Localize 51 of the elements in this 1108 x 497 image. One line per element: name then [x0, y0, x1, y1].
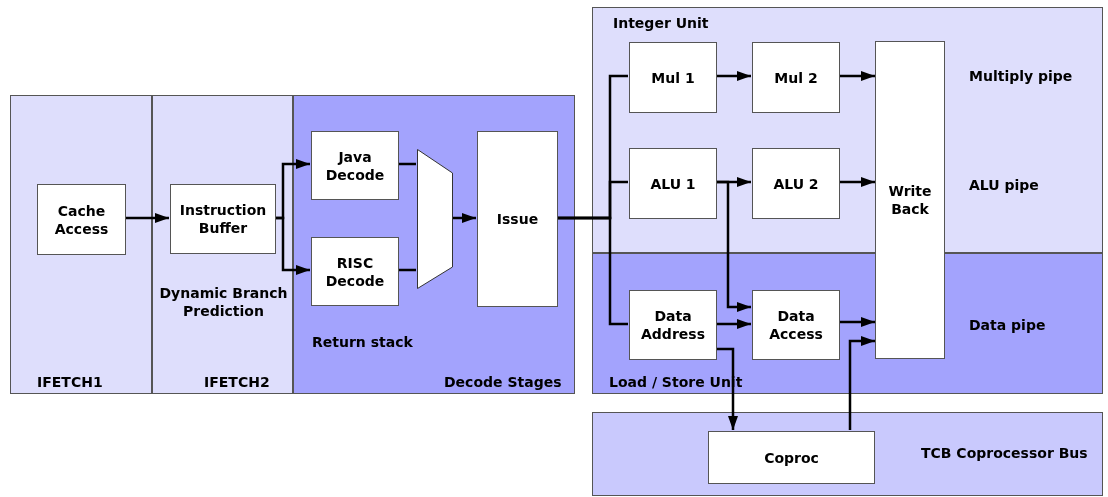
box-label: Issue [495, 210, 540, 228]
stage-label: Dynamic Branch Prediction [158, 284, 289, 320]
stage-band [293, 95, 575, 394]
box-label: Cache Access [53, 201, 110, 238]
connector-arrow [125, 213, 169, 223]
stage-band [152, 95, 293, 394]
stage-box [629, 290, 717, 360]
box-label: Mul 2 [773, 68, 819, 87]
box-label: ALU 1 [649, 174, 697, 193]
stage-band [10, 95, 152, 394]
connector-arrow [839, 317, 875, 327]
stage-label: IFETCH1 [37, 373, 103, 391]
box-label: Mul 1 [650, 68, 696, 87]
connector-arrow [839, 71, 875, 81]
connector-arrow [839, 177, 875, 187]
box-label: Java Decode [324, 147, 386, 184]
stage-label: Return stack [312, 333, 413, 351]
stage-label: Integer Unit [613, 14, 709, 32]
stage-box [629, 42, 717, 113]
stage-box [708, 431, 875, 484]
connector-arrow [716, 180, 751, 312]
connector-arrow [452, 213, 476, 223]
stage-label: IFETCH2 [204, 373, 270, 391]
stage-label: ALU pipe [969, 176, 1039, 194]
stage-box [752, 42, 840, 113]
box-label: RISC Decode [324, 253, 386, 290]
stage-label: Data pipe [969, 316, 1046, 334]
stage-box [311, 131, 399, 200]
stage-label: Decode Stages [444, 373, 562, 391]
connector-arrow [716, 319, 751, 329]
stage-box [311, 237, 399, 306]
stage-label: Multiply pipe [969, 67, 1073, 85]
box-label: Instruction Buffer [178, 201, 268, 237]
box-label: Write Back [887, 182, 933, 218]
stage-box [37, 184, 126, 255]
stage-box [752, 148, 840, 219]
box-label: Data Address [640, 307, 706, 343]
stage-box [752, 290, 840, 360]
stage-band [592, 412, 1103, 496]
connector-arrow [716, 71, 751, 81]
box-label: Coproc [763, 448, 820, 467]
stage-label: TCB Coprocessor Bus [921, 444, 1088, 462]
connector-arrow [848, 336, 875, 430]
stage-box [875, 41, 945, 359]
box-label: ALU 2 [772, 174, 820, 193]
stage-box [170, 184, 276, 254]
box-label: Data Access [768, 307, 824, 343]
connector-arrow [275, 216, 310, 275]
stage-box [477, 131, 558, 307]
stage-box [629, 148, 717, 219]
multiplexer-shape [417, 149, 453, 289]
